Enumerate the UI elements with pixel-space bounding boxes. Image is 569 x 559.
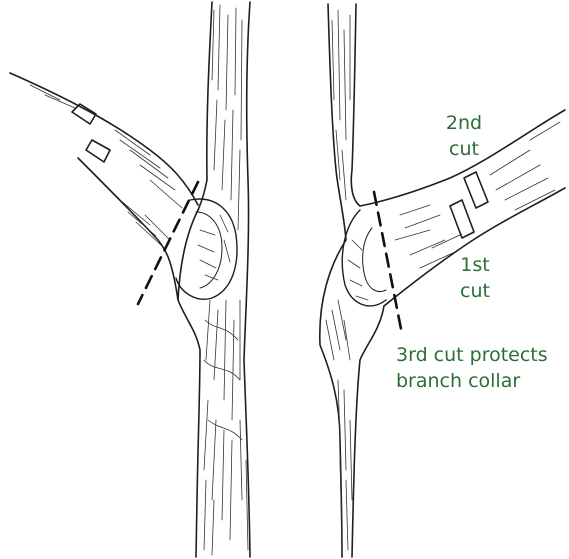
- third-cut-label-line2: branch collar: [396, 368, 548, 394]
- right-first-cut-notch: [450, 200, 474, 238]
- right-third-cut-line: [374, 192, 402, 334]
- second-cut-label-line1: 2nd: [436, 110, 492, 136]
- left-branch-hatching: [30, 85, 230, 280]
- left-branch-lower-edge: [78, 158, 178, 300]
- first-cut-label-line1: 1st: [452, 252, 498, 278]
- third-cut-label-line1: 3rd cut protects: [396, 342, 548, 368]
- right-tree: [320, 4, 565, 557]
- right-trunk-outline-left: [320, 4, 346, 557]
- left-trunk-hatching: [204, 5, 248, 555]
- second-cut-label-line2: cut: [436, 136, 492, 162]
- first-cut-label-line2: cut: [452, 278, 498, 304]
- right-second-cut-notch: [464, 172, 488, 208]
- left-notch-cut-2: [86, 140, 110, 162]
- left-tree: [10, 2, 250, 557]
- right-trunk-lower-right: [352, 306, 384, 557]
- third-cut-label: 3rd cut protects branch collar: [396, 342, 548, 394]
- first-cut-label: 1st cut: [452, 252, 498, 304]
- right-trunk-hatching: [326, 10, 352, 550]
- second-cut-label: 2nd cut: [436, 110, 492, 162]
- left-trunk-outline-right: [244, 2, 250, 557]
- left-trunk-outline: [178, 2, 212, 557]
- right-trunk-outline-right: [351, 4, 360, 206]
- left-third-cut-line: [138, 182, 198, 304]
